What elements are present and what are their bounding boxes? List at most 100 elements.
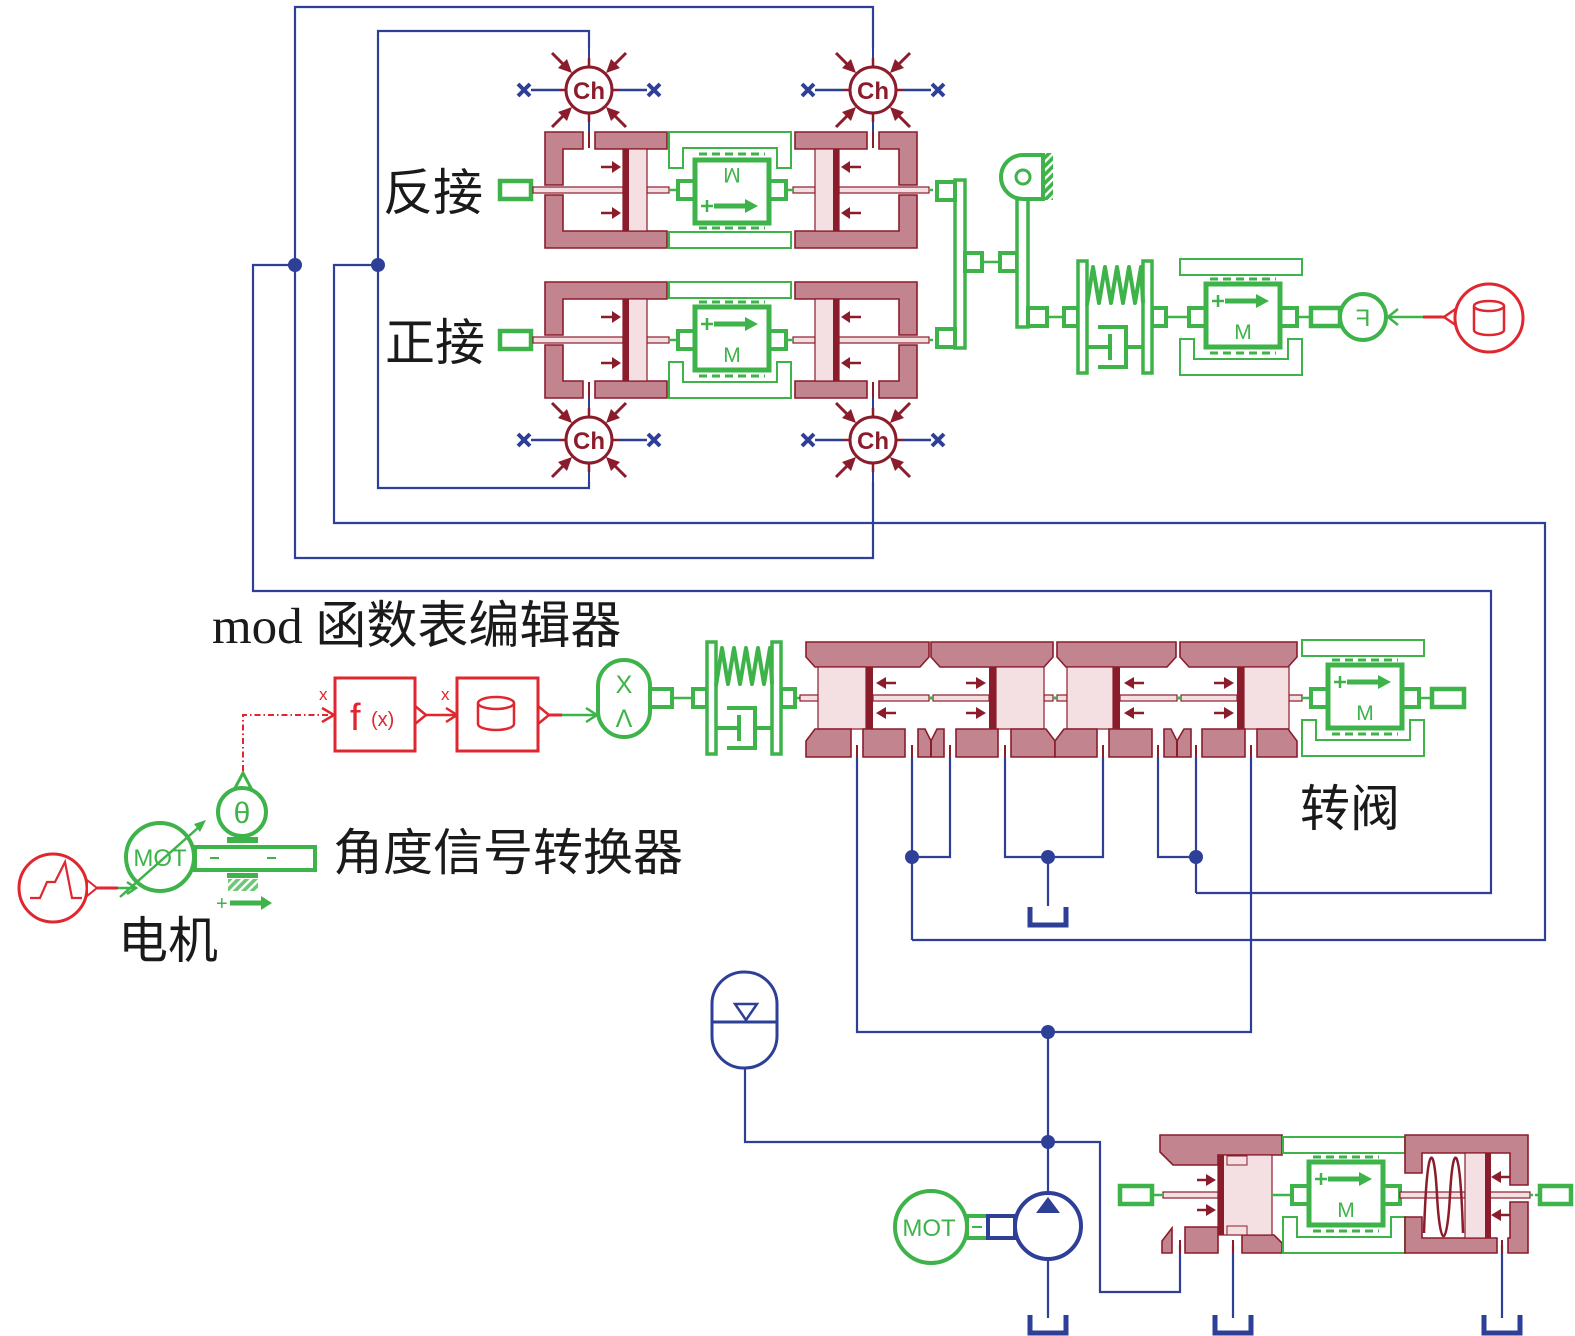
free-end-port <box>1537 1183 1574 1207</box>
spool-land-face <box>989 667 996 729</box>
spool-land <box>1243 666 1290 730</box>
valve-port-block <box>955 728 999 758</box>
valve-sleeve-segment <box>1056 641 1177 668</box>
valve-ports <box>856 745 1252 757</box>
rocker-port-left <box>998 251 1019 273</box>
signal-output-port <box>86 877 99 899</box>
valve-spool <box>1217 1154 1273 1236</box>
signal-source-icon <box>17 852 99 924</box>
valve-port-block <box>1054 728 1098 758</box>
ground-hatch <box>1045 153 1053 200</box>
valve-rod <box>1399 1191 1466 1199</box>
spool-rod <box>1043 694 1054 702</box>
free-end-port <box>1429 686 1467 710</box>
valve-port-block <box>1108 728 1153 758</box>
spring-piston <box>1464 1152 1488 1239</box>
spring-chamber <box>1399 1134 1574 1254</box>
waveform-icon <box>30 858 82 900</box>
chamber-top-left <box>518 48 660 132</box>
hydraulic-lines <box>251 5 1547 1333</box>
valve-port-block <box>1201 728 1246 758</box>
valve-body-top <box>805 641 1298 668</box>
pump-circle <box>1013 1191 1083 1261</box>
label-rotary-valve: 转阀 <box>1300 780 1400 838</box>
variable-arrow-head <box>194 820 206 832</box>
hydraulic-line-to-valve-port-b <box>251 263 1493 895</box>
hydraulic-line-supply <box>855 757 1253 1034</box>
signal-arrow-icon <box>126 880 139 896</box>
function-block-icon: f (x) <box>333 676 428 753</box>
function-argument: (x) <box>371 709 394 731</box>
data-table-icon <box>455 676 551 753</box>
valve-body-block <box>1184 1226 1219 1254</box>
rotary-spool-valve-icon <box>799 641 1311 758</box>
forward-connected-cylinder-pair <box>500 282 938 398</box>
spool-land <box>995 666 1045 730</box>
valve-rod <box>1489 1191 1531 1199</box>
accumulator-icon <box>710 970 779 1070</box>
pump-shaft <box>986 1214 1017 1240</box>
junction-dot <box>1041 850 1055 864</box>
spring-chamber-wall-top <box>1404 1134 1529 1186</box>
pivot-icon <box>999 153 1045 201</box>
force-source-icon: F <box>1308 292 1423 342</box>
hydraulic-pump-icon <box>986 1191 1083 1261</box>
spool-rod <box>872 694 930 702</box>
tank-icon <box>1030 907 1066 925</box>
lever-port-top <box>935 180 957 202</box>
motor-glyph: MOT <box>133 845 187 872</box>
spool-rod <box>799 694 819 702</box>
valve-port-block <box>1010 728 1056 758</box>
relief-valve-mass <box>1283 1137 1405 1253</box>
spool-mass <box>1302 640 1424 756</box>
spool-rod <box>1119 694 1178 702</box>
electric-motor-icon: MOT <box>119 820 206 898</box>
junction-dots <box>288 258 1203 1149</box>
rotary-shaft: + <box>193 837 317 915</box>
spool-rod <box>1056 694 1068 702</box>
hydraulic-line <box>1156 757 1196 859</box>
bearing-bottom <box>227 873 258 878</box>
valve-sleeve-segment <box>1179 641 1298 668</box>
variable-arrow-shaft <box>119 826 200 898</box>
hydraulic-line-inner-loop <box>376 29 591 490</box>
valve-body-bottom <box>805 728 1298 758</box>
valve-body-block <box>1241 1234 1283 1254</box>
junction-dot <box>1041 1135 1055 1149</box>
valve-port-block <box>1256 728 1298 758</box>
spool-rod <box>1180 694 1238 702</box>
hydraulic-line-outer-loop <box>293 5 875 560</box>
signal-source-circle <box>17 852 89 924</box>
angle-glyph: θ <box>234 797 251 830</box>
lever-linkage <box>935 153 1064 350</box>
pump-triangle-icon <box>1036 1197 1060 1213</box>
valve-sleeve-segment <box>930 641 1054 668</box>
bearing-top <box>227 837 258 843</box>
pressure-arrows-icon <box>1197 1174 1216 1216</box>
label-forward-connection: 正接 <box>385 314 485 372</box>
label-function-table-editor: mod 函数表编辑器 <box>212 599 621 655</box>
junction-dot <box>1041 1025 1055 1039</box>
spool-land <box>817 666 867 730</box>
force-input-arrow <box>1385 308 1399 326</box>
junction-dot <box>1189 850 1203 864</box>
hydraulic-line-return <box>1003 757 1105 859</box>
spring-coil-icon <box>1422 1156 1465 1238</box>
reverse-connected-cylinder-pair <box>500 132 938 248</box>
angle-sensor-icon: θ <box>216 769 268 838</box>
sensor-output-port <box>232 769 254 790</box>
spool-rod <box>1288 694 1303 702</box>
spool-notch <box>1226 1155 1248 1166</box>
input-variable-label: x <box>441 685 450 704</box>
spool-notch <box>1226 1225 1248 1236</box>
junction-dot <box>288 258 302 272</box>
pivot-pin <box>1014 168 1032 186</box>
displacement-glyph: X <box>616 671 633 699</box>
load-mass <box>1180 259 1302 375</box>
spool-land-face <box>866 667 873 729</box>
function-output-port <box>414 705 428 725</box>
chamber-bottom-left <box>518 398 660 482</box>
valve-port-block <box>862 728 906 758</box>
plus-sign: + <box>216 893 228 915</box>
